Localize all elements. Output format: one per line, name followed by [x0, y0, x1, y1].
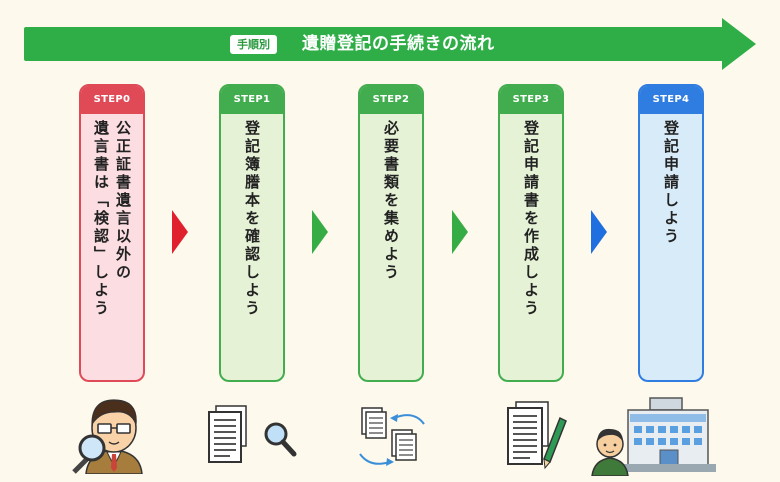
step-text: 登記簿謄本を確認しよう — [243, 120, 261, 318]
man-with-magnifier-icon — [72, 399, 143, 474]
step-text: 必要書類を集めよう — [382, 120, 400, 282]
document-with-pen-icon — [507, 401, 567, 470]
step-text: 登記申請書を作成しよう — [522, 120, 540, 318]
banner-tag: 手順別 — [230, 35, 277, 54]
step-card-4: STEP4 登記申請しよう — [638, 84, 704, 382]
document-with-magnifier-icon — [208, 405, 297, 463]
document-exchange-icon — [359, 407, 425, 466]
step-label: STEP1 — [221, 86, 283, 114]
step-label: STEP4 — [640, 86, 702, 114]
banner-arrow-head — [722, 18, 756, 70]
person-with-office-building-icon — [591, 397, 716, 476]
chevron-right-icon — [312, 210, 328, 254]
step-card-3: STEP3 登記申請書を作成しよう — [498, 84, 564, 382]
step-text: 公正証書遺言以外の 遺言書は「検認」しよう — [92, 120, 132, 318]
chevron-right-icon — [591, 210, 607, 254]
step-card-2: STEP2 必要書類を集めよう — [358, 84, 424, 382]
chevron-right-icon — [172, 210, 188, 254]
step-card-0: STEP0 公正証書遺言以外の 遺言書は「検認」しよう — [79, 84, 145, 382]
step-label: STEP0 — [81, 86, 143, 114]
banner-arrow-bar — [24, 27, 724, 61]
step-card-1: STEP1 登記簿謄本を確認しよう — [219, 84, 285, 382]
flow-banner: 手順別 遺贈登記の手続きの流れ — [24, 18, 756, 70]
chevron-right-icon — [452, 210, 468, 254]
step-text: 登記申請しよう — [662, 120, 680, 246]
step-label: STEP2 — [360, 86, 422, 114]
banner-title: 遺贈登記の手続きの流れ — [302, 34, 495, 54]
step-label: STEP3 — [500, 86, 562, 114]
